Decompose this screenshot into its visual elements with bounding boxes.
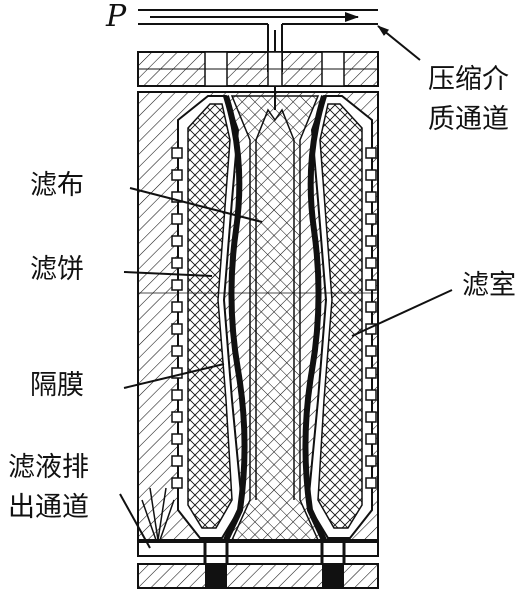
center-channel <box>138 108 378 500</box>
compressed-medium-channel-label-line1: 压缩介 <box>428 64 509 95</box>
right-filter-chamber <box>302 95 377 542</box>
pressure-label: P <box>105 0 127 34</box>
filter-cloth-label: 滤布 <box>30 170 84 201</box>
bottom-plate <box>137 487 379 589</box>
filtrate-outlet-label-line2: 出通道 <box>8 492 89 523</box>
filtrate-outlet-label-line1: 滤液排 <box>8 452 89 483</box>
left-filter-chamber <box>171 95 248 542</box>
compressed-medium-pipe <box>138 9 378 110</box>
filter-chamber-label: 滤室 <box>462 270 516 301</box>
compressed-medium-channel-label-line2: 质通道 <box>428 104 509 135</box>
diaphragm-label: 隔膜 <box>30 370 84 401</box>
top-plate <box>137 51 379 87</box>
filter-cake-label: 滤饼 <box>30 254 84 285</box>
leader-lines <box>119 25 453 549</box>
